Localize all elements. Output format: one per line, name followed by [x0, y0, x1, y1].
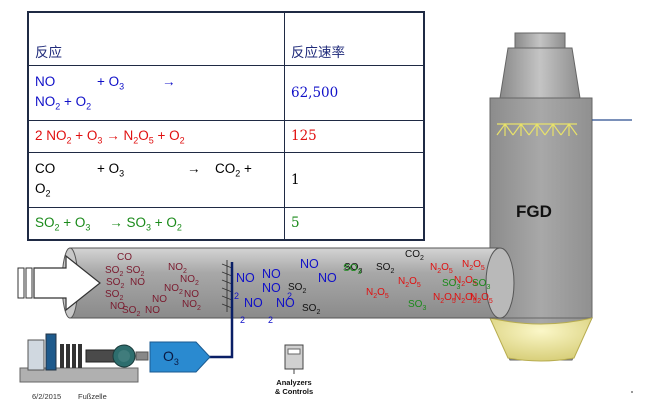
flue-gas-inlet-arrow-icon	[17, 254, 101, 312]
table-row: 2 NO2 + O3 → N2O5 + O2 125	[27, 120, 425, 153]
analyzer-cabinet-icon	[284, 344, 304, 374]
ozone-generator-box	[149, 341, 211, 373]
table-header-row: 反应 反应速率	[27, 11, 425, 66]
rate-value: 5	[284, 207, 425, 241]
table-row: SO2 + O3 → SO3 + O2 5	[27, 207, 425, 241]
analyzers-label: Analyzers & Controls	[274, 378, 314, 396]
ozone-generator-equipment-icon	[19, 333, 149, 383]
rate-value: 125	[284, 120, 425, 153]
table-row: CO + O3 → CO2 + O2 1	[27, 151, 425, 209]
header-reaction: 反应	[27, 11, 285, 66]
table-row: NO + O3 → NO2 + O2 62,500	[27, 64, 425, 122]
fgd-tower	[489, 32, 632, 362]
header-rate: 反应速率	[284, 11, 425, 66]
spray-nozzles-icon	[496, 122, 578, 136]
rate-value: 62,500	[284, 64, 425, 122]
ozone-injection-grid-icon	[221, 260, 233, 312]
reaction-so2-ozone: SO2 + O3 → SO3 + O2	[27, 207, 285, 241]
caption-source: Fußzelle	[78, 392, 107, 401]
reaction-co-ozone: CO + O3 → CO2 + O2	[27, 151, 285, 209]
rate-value: 1	[284, 151, 425, 209]
flue-duct	[61, 247, 515, 319]
fgd-label: FGD	[516, 202, 552, 221]
reaction-no-ozone: NO + O3 → NO2 + O2	[27, 64, 285, 122]
caption-date: 6/2/2015	[32, 392, 62, 401]
reaction-rate-table: 反应 反应速率 NO + O3 → NO2 + O2 62,500 2 NO2 …	[27, 11, 425, 241]
ozone-feed-line	[208, 262, 234, 359]
ozone-box-label: O3	[163, 348, 179, 367]
reaction-no2-ozone: 2 NO2 + O3 → N2O5 + O2	[27, 120, 285, 153]
marker-dot	[631, 391, 633, 393]
